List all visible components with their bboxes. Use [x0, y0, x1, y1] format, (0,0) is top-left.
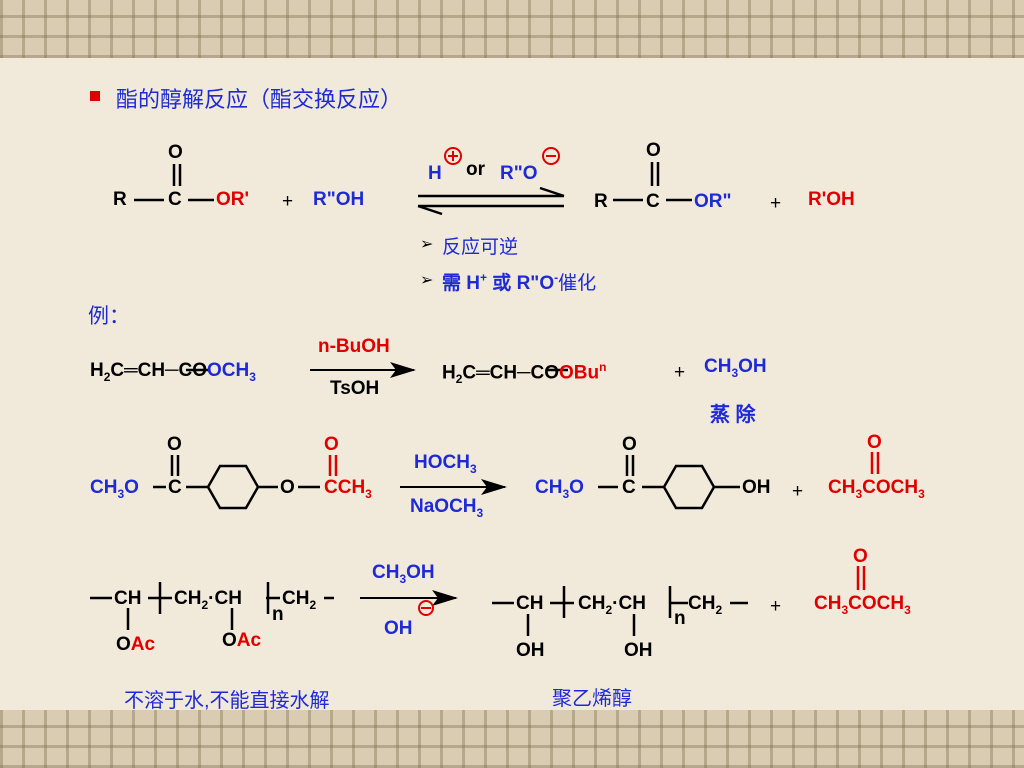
catalyst-h: H [428, 163, 442, 184]
carbon: C [168, 189, 182, 210]
ex3-catalyst: OH [384, 618, 413, 639]
benzene-ring-left [206, 464, 260, 510]
carbon: C [646, 191, 660, 212]
decorative-border-top [0, 0, 1024, 58]
note-catalysis: 需 H+ 或 R"O-催化 [442, 270, 597, 294]
ex3-oh-1: OH [516, 640, 545, 661]
forward-arrow-head [539, 186, 565, 198]
ex3-ch2-left: CH2·CH [174, 588, 242, 612]
ex2-methoxy-right: CH3O [535, 477, 584, 501]
r-group: R [113, 189, 127, 210]
ex3-reagent: CH3OH [372, 562, 435, 586]
reaction-arrow-head [432, 590, 458, 606]
carbonyl-o: O [646, 140, 661, 161]
ex3-note-insoluble: 不溶于水,不能直接水解 [124, 690, 330, 712]
ex2-product-o: O [867, 432, 882, 453]
ex3-n-left: n [272, 604, 284, 625]
ex1-reactant: H2C═CH─COOCH3 [90, 360, 256, 384]
arrow-bullet-icon: ➢ [420, 236, 434, 253]
plus-sign: + [674, 362, 686, 383]
reaction-arrow-head [390, 362, 416, 378]
ex3-oh-2: OH [624, 640, 653, 661]
plus-sign: + [792, 481, 804, 502]
reverse-arrow-head [417, 204, 443, 216]
ex3-product-o: O [853, 546, 868, 567]
ex2-carbonyl-o-right: O [622, 434, 637, 455]
ex3-ch-right: CH [516, 593, 544, 614]
decorative-border-bottom [0, 710, 1024, 768]
ex3-note-pva: 聚乙烯醇 [552, 688, 632, 710]
ex3-ch2-right: CH2·CH [578, 593, 646, 617]
example-label: 例： [88, 305, 130, 328]
carbonyl-o: O [168, 142, 183, 163]
ex2-reagent: HOCH3 [414, 452, 477, 476]
benzene-ring-right [662, 464, 716, 510]
ex1-note-distill: 蒸 除 [710, 404, 756, 426]
plus-sign: + [770, 596, 782, 617]
ex3-oac-1: OAc [116, 634, 156, 655]
ex3-methyl-acetate: CH3COCH3 [814, 593, 911, 617]
note-reversible: 反应可逆 [442, 237, 519, 258]
reagent-alcohol: R"OH [313, 189, 365, 210]
ex2-methoxy-left: CH3O [90, 477, 139, 501]
page-title: 酯的醇解反应（酯交换反应） [116, 87, 403, 112]
ex2-carbon-left: C [168, 477, 182, 498]
byproduct-alcohol: R'OH [808, 189, 855, 210]
catalyst-alkoxide: R"O [500, 163, 538, 184]
ex3-ch2end-right: CH2 [688, 593, 723, 617]
ex3-oac-2: OAc [222, 630, 262, 651]
ex2-hydroxyl: OH [742, 477, 771, 498]
ex2-acetyl: CCH3 [324, 477, 372, 501]
ex2-ether-o: O [280, 477, 295, 498]
plus-charge-icon [444, 147, 462, 165]
r-group: R [594, 191, 608, 212]
ex1-reagent: n-BuOH [318, 336, 390, 357]
plus-sign: + [282, 191, 294, 212]
catalyst-or: or [466, 159, 485, 180]
ex2-acyl-o: O [324, 434, 339, 455]
ex1-byproduct: CH3OH [704, 356, 767, 380]
ex2-methyl-acetate: CH3COCH3 [828, 477, 925, 501]
slide-content [0, 58, 1024, 710]
ex3-ch-left: CH [114, 588, 142, 609]
ex2-catalyst: NaOCH3 [410, 496, 484, 520]
minus-charge-icon [418, 600, 434, 616]
minus-charge-icon [542, 147, 560, 165]
ex1-product: H2C═CH─COOBun [442, 360, 607, 387]
ester-alkoxy: OR' [216, 189, 250, 210]
ex1-catalyst: TsOH [330, 378, 380, 399]
ex3-n-right: n [674, 608, 686, 629]
product-alkoxy: OR" [694, 191, 732, 212]
ex2-carbonyl-o-left: O [167, 434, 182, 455]
ex3-ch2end-left: CH2 [282, 588, 317, 612]
title-bullet-icon [90, 91, 100, 101]
arrow-bullet-icon: ➢ [420, 272, 434, 289]
plus-sign: + [770, 193, 782, 214]
reaction-arrow-head [481, 479, 507, 495]
ex2-carbon-right: C [622, 477, 636, 498]
